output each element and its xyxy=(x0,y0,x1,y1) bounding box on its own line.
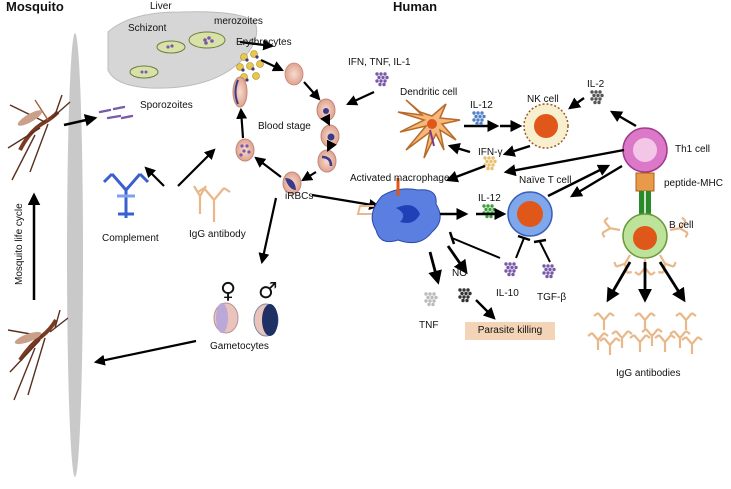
b-cell-icon xyxy=(622,213,668,259)
male-symbol: ♂ xyxy=(258,279,278,304)
igg-antibody-icon xyxy=(193,185,231,222)
naive-t-cell-icon xyxy=(507,191,553,237)
mosquito-top-icon xyxy=(7,94,71,181)
parasite-killing-box: Parasite killing xyxy=(465,322,555,340)
blood-stage-label: Blood stage xyxy=(258,121,311,132)
complement-arrow xyxy=(144,166,165,187)
tgfb-label: TGF-β xyxy=(537,292,567,303)
tnf-label: TNF xyxy=(419,320,439,331)
human-header: Human xyxy=(393,0,438,14)
activated-macrophage-icon xyxy=(356,178,441,244)
mosquito-header: Mosquito xyxy=(6,0,64,14)
tgfb-cytokine-icon xyxy=(542,264,556,279)
sporozoites-label: Sporozoites xyxy=(140,100,193,111)
liver-label: Liver xyxy=(150,1,172,12)
nk-cell-label: NK cell xyxy=(527,94,559,105)
mosquito-life-cycle-label: Mosquito life cycle xyxy=(14,203,25,285)
parasite-killing-label: Parasite killing xyxy=(477,325,543,336)
b-cell-label: B cell xyxy=(669,220,694,231)
il10-label: IL-10 xyxy=(496,288,519,299)
female-symbol: ♀ xyxy=(220,279,236,304)
irbcs-label: iRBCs xyxy=(285,191,314,202)
peptide-mhc-icon xyxy=(635,172,655,215)
igg-antibodies-label: IgG antibodies xyxy=(616,368,681,379)
nk-cell-icon xyxy=(523,103,569,149)
activated-macrophage-label: Activated macrophage xyxy=(350,173,450,184)
mosquito-bottom-icon xyxy=(7,309,69,401)
naive-t-cell-label: Naïve T cell xyxy=(519,175,572,186)
il12-mac-label: IL-12 xyxy=(478,193,501,204)
erythrocytes-label: Erythrocytes xyxy=(236,37,292,48)
divider-ellipse xyxy=(67,33,83,477)
no-molecule-icon xyxy=(458,288,472,303)
antibody-arrow xyxy=(177,148,216,187)
peptide-mhc-label: peptide-MHC xyxy=(664,178,723,189)
schizont-label: Schizont xyxy=(128,23,167,34)
sporozoites-icon xyxy=(98,105,134,120)
dendritic-cell-icon xyxy=(397,99,461,159)
ifn-tnf-il1-label: IFN, TNF, IL-1 xyxy=(348,57,411,68)
dendritic-cell-label: Dendritic cell xyxy=(400,87,458,98)
complement-label: Complement xyxy=(102,233,159,244)
il10-cytokine-icon xyxy=(504,262,518,277)
tnf-cytokine-icon xyxy=(424,292,438,307)
no-label: NO xyxy=(452,268,467,279)
igg-antibody-label: IgG antibody xyxy=(189,229,246,240)
ifn-tnf-il1-cytokine-icon xyxy=(375,72,389,87)
gametocytes-label: Gametocytes xyxy=(210,341,269,352)
merozoites-label: merozoites xyxy=(214,16,263,27)
il2-label: IL-2 xyxy=(587,79,605,90)
ifn-gamma-label: IFN-γ xyxy=(478,147,503,158)
blood-stage-cycle xyxy=(232,39,340,195)
gametocytes-icon xyxy=(213,302,279,337)
il12-dc-label: IL-12 xyxy=(470,100,493,111)
complement-icon xyxy=(102,172,150,218)
th1-cell-icon xyxy=(622,127,668,173)
th1-cell-label: Th1 cell xyxy=(675,144,711,155)
igg-antibodies-cluster xyxy=(586,311,704,357)
